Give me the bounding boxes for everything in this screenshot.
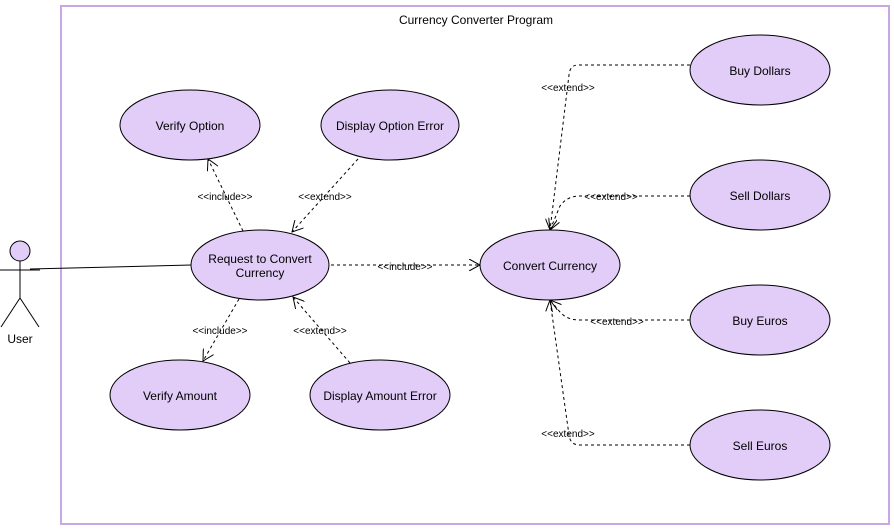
usecase-label: Display Option Error bbox=[336, 119, 444, 133]
usecase-label-line1: Request to Convert bbox=[208, 252, 312, 266]
usecase-label: Sell Dollars bbox=[730, 189, 791, 203]
connector-extend-buy-dollars bbox=[550, 64, 690, 230]
usecase-label: Buy Dollars bbox=[729, 64, 790, 78]
label-extend-sell-euros: <<extend>> bbox=[541, 429, 595, 440]
label-extend-option-error: <<extend>> bbox=[298, 192, 352, 203]
connector-extend-option-error bbox=[292, 158, 359, 232]
usecase-label: Convert Currency bbox=[503, 259, 597, 273]
label-include-verify-amount: <<include>> bbox=[192, 326, 247, 337]
usecase-label-line2: Currency bbox=[236, 266, 285, 280]
connector-extend-sell-dollars bbox=[550, 195, 690, 230]
label-extend-sell-dollars: <<extend>> bbox=[584, 192, 638, 203]
usecase-sell-dollars[interactable]: Sell Dollars bbox=[689, 159, 831, 231]
usecase-buy-dollars[interactable]: Buy Dollars bbox=[689, 34, 831, 106]
usecase-label: Sell Euros bbox=[733, 439, 788, 453]
usecase-display-option-error[interactable]: Display Option Error bbox=[320, 89, 460, 161]
connector-extend-sell-euros bbox=[550, 300, 690, 446]
label-extend-buy-dollars: <<extend>> bbox=[541, 83, 595, 94]
label-include-verify-option: <<include>> bbox=[197, 192, 252, 203]
label-extend-buy-euros: <<extend>> bbox=[590, 317, 644, 328]
connector-extend-amount-error bbox=[293, 297, 351, 364]
actor-user[interactable]: User bbox=[0, 240, 40, 346]
actor-head bbox=[9, 240, 31, 262]
usecase-verify-amount[interactable]: Verify Amount bbox=[109, 359, 251, 431]
usecase-request-to-convert[interactable]: Request to Convert Currency bbox=[190, 229, 330, 301]
usecase-display-amount-error[interactable]: Display Amount Error bbox=[309, 359, 451, 431]
label-extend-amount-error: <<extend>> bbox=[293, 326, 347, 337]
usecase-convert-currency[interactable]: Convert Currency bbox=[479, 229, 621, 301]
label-include-convert: <<include>> bbox=[377, 262, 432, 273]
usecase-sell-euros[interactable]: Sell Euros bbox=[689, 409, 831, 481]
usecase-label: Buy Euros bbox=[732, 314, 787, 328]
actor-label: User bbox=[7, 332, 32, 346]
usecase-label: Display Amount Error bbox=[323, 389, 436, 403]
usecase-label: Verify Option bbox=[156, 119, 225, 133]
relation-labels: <<include>> <<extend>> <<include>> <<ext… bbox=[192, 83, 643, 440]
usecase-verify-option[interactable]: Verify Option bbox=[119, 89, 261, 161]
usecase-label: Verify Amount bbox=[143, 389, 218, 403]
system-title: Currency Converter Program bbox=[399, 13, 553, 27]
connector-extend-buy-euros bbox=[550, 300, 690, 321]
usecase-buy-euros[interactable]: Buy Euros bbox=[689, 284, 831, 356]
association-user-request bbox=[29, 264, 192, 270]
connector-include-verify-option bbox=[208, 159, 244, 232]
